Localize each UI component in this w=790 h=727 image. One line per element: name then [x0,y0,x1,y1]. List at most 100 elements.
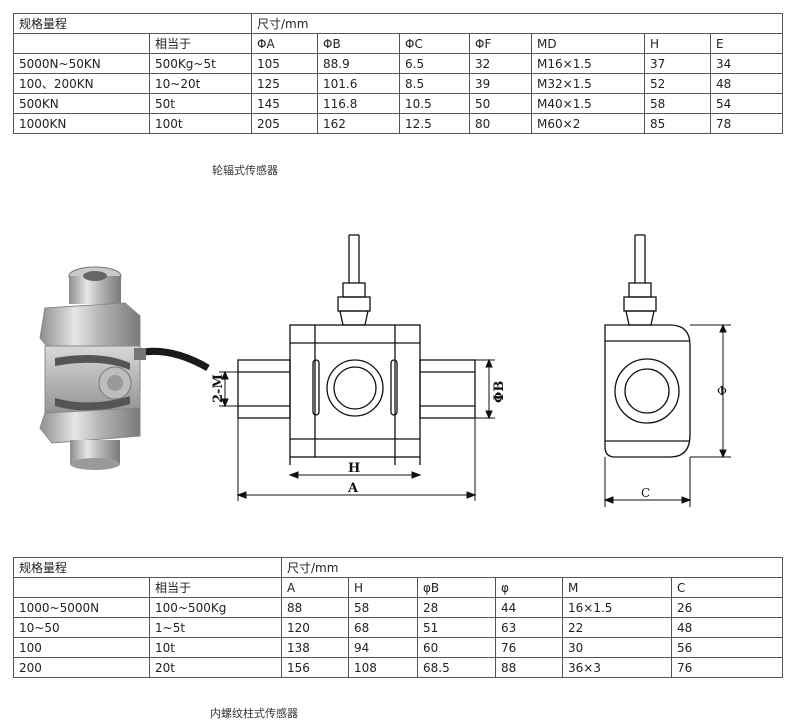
table-cell: 94 [348,637,419,658]
table-cell: 51 [417,617,497,638]
caption-column-sensor: 内螺纹柱式传感器 [210,707,298,720]
table-cell: 116.8 [317,93,401,114]
table-cell: 10~20t [148,73,253,94]
table-cell: 1000KN [13,113,150,134]
header-size: 尺寸/mm [281,557,784,578]
table-subheader-row: 相当于 ΦA ΦB ΦC ΦF MD H E [13,33,784,54]
table-cell: 500KN [13,93,150,114]
table-cell: 88 [495,657,564,678]
table-cell: 28 [417,597,497,618]
col-header: ΦF [469,33,533,54]
header-spec: 规格量程 [12,557,283,578]
table-cell: 30 [562,637,673,658]
dim-label-phi: Φ [717,384,727,398]
table-cell: M16×1.5 [531,53,646,74]
col-header: ΦC [399,33,471,54]
table-cell: 88 [281,597,350,618]
spec-table-column-sensor: 规格量程 尺寸/mm 相当于 A H φB φ M C 1000~5000N 1… [12,557,784,678]
table-cell: 100t [148,113,253,134]
table-cell: 56 [671,637,784,658]
table-cell: 10~50 [13,617,150,638]
table-cell: 100 [13,637,150,658]
table-cell: 36×3 [562,657,673,678]
table-header-row: 规格量程 尺寸/mm [12,13,784,34]
dim-label-b: ΦB [492,381,505,403]
table-cell: M40×1.5 [531,93,646,114]
table-cell: 50t [148,93,253,114]
table-cell: 34 [710,53,784,74]
dim-label-h: H [348,461,360,476]
table-cell: M60×2 [531,113,646,134]
col-header: 相当于 [148,33,253,54]
table-cell-empty [13,33,150,54]
table-cell: 145 [251,93,319,114]
spec-table-spoke-sensor: 规格量程 尺寸/mm 相当于 ΦA ΦB ΦC ΦF MD H E 5000N~… [12,13,784,134]
table-cell: 50 [469,93,533,114]
table-row: 100、200KN 10~20t 125 101.6 8.5 39 M32×1.… [13,73,784,94]
col-header: MD [531,33,646,54]
sensor-photo [39,266,210,470]
table-cell: 52 [644,73,712,94]
table-cell: 58 [348,597,419,618]
table-cell: 39 [469,73,533,94]
front-view-drawing: H A 2-M ΦB [211,234,505,501]
table-cell: 10t [148,637,283,658]
col-header: ΦA [251,33,319,54]
col-header: M [562,577,673,598]
table-cell: 85 [644,113,712,134]
table-cell: 68.5 [417,657,497,678]
table-cell: 68 [348,617,419,638]
table-cell: 8.5 [399,73,471,94]
table-cell: 105 [251,53,319,74]
table-cell: 37 [644,53,712,74]
table-cell: 80 [469,113,533,134]
table-cell: 63 [495,617,564,638]
table-cell: 54 [710,93,784,114]
table-cell: 101.6 [317,73,401,94]
table-cell: 12.5 [399,113,471,134]
dim-label-thread: 2-M [211,374,226,403]
table-cell: 156 [281,657,350,678]
table-cell: 16×1.5 [562,597,673,618]
table-cell: 10.5 [399,93,471,114]
table-cell: 125 [251,73,319,94]
table-row: 5000N~50KN 500Kg~5t 105 88.9 6.5 32 M16×… [13,53,784,74]
table-cell: 108 [348,657,419,678]
table-cell: 205 [251,113,319,134]
table-subheader-row: 相当于 A H φB φ M C [13,577,784,598]
col-header: H [348,577,419,598]
table-cell: 1000~5000N [13,597,150,618]
table-row: 500KN 50t 145 116.8 10.5 50 M40×1.5 58 5… [13,93,784,114]
table-header-row: 规格量程 尺寸/mm [12,557,784,578]
col-header: E [710,33,784,54]
table-cell: 22 [562,617,673,638]
table-cell: 60 [417,637,497,658]
table-cell: M32×1.5 [531,73,646,94]
table-cell: 48 [710,73,784,94]
table-row: 10~50 1~5t 120 68 51 63 22 48 [13,617,784,638]
table-cell-empty [13,577,150,598]
table-cell: 120 [281,617,350,638]
table-cell: 162 [317,113,401,134]
table-cell: 5000N~50KN [13,53,150,74]
table-cell: 138 [281,637,350,658]
table-cell: 48 [671,617,784,638]
header-spec: 规格量程 [12,13,253,34]
table-cell: 500Kg~5t [148,53,253,74]
table-cell: 200 [13,657,150,678]
table-row: 1000KN 100t 205 162 12.5 80 M60×2 85 78 [13,113,784,134]
table-cell: 100、200KN [13,73,150,94]
table-cell: 26 [671,597,784,618]
table-row: 1000~5000N 100~500Kg 88 58 28 44 16×1.5 … [13,597,784,618]
col-header: φB [417,577,497,598]
col-header: A [281,577,350,598]
table-row: 100 10t 138 94 60 76 30 56 [13,637,784,658]
table-cell: 20t [148,657,283,678]
table-cell: 58 [644,93,712,114]
caption-spoke-sensor: 轮辐式传感器 [212,164,278,177]
col-header: ΦB [317,33,401,54]
table-row: 200 20t 156 108 68.5 88 36×3 76 [13,657,784,678]
header-size: 尺寸/mm [251,13,784,34]
col-header: H [644,33,712,54]
table-cell: 1~5t [148,617,283,638]
